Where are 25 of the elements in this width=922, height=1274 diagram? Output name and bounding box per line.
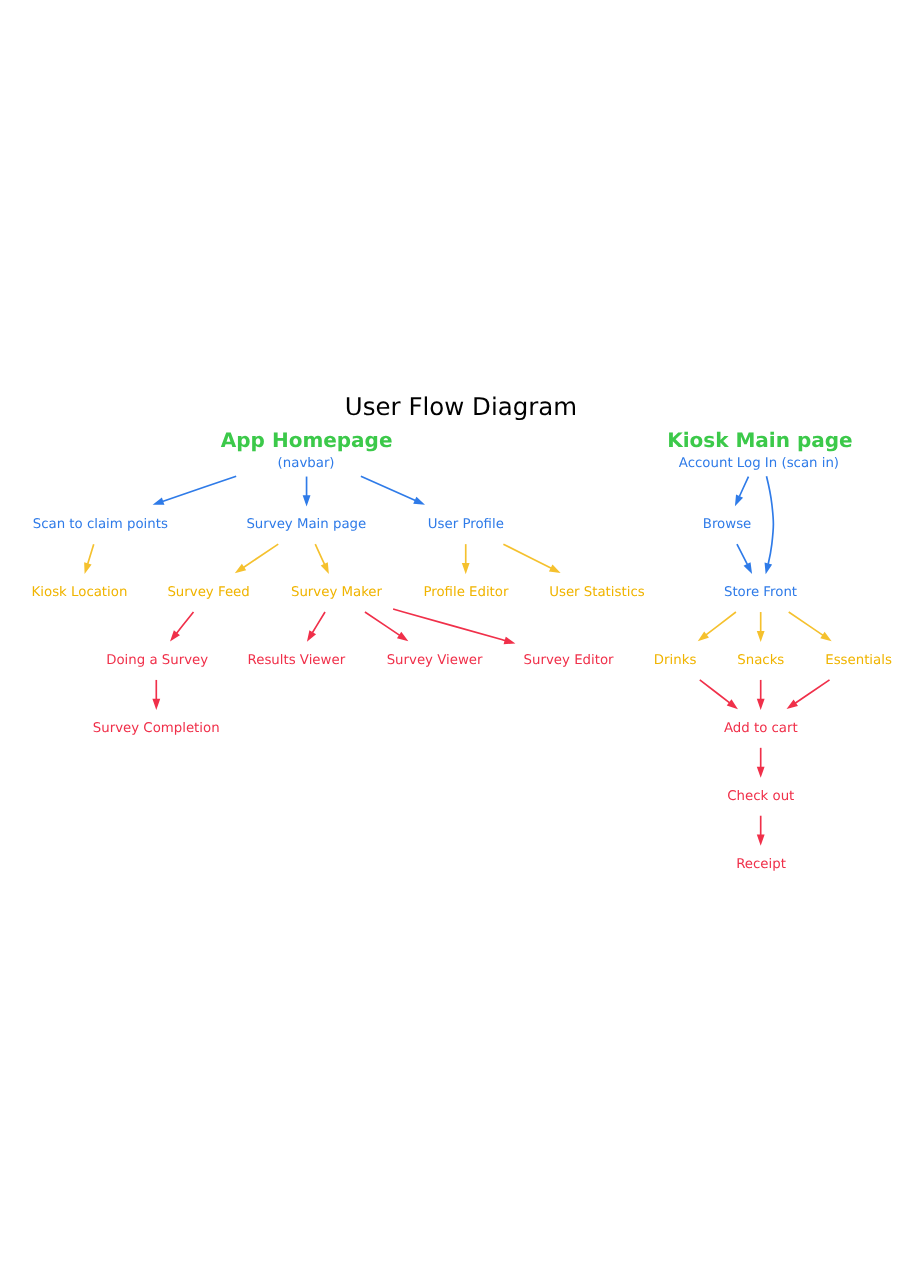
arrow: [152, 475, 237, 505]
arrow: [786, 679, 831, 710]
arrow: [787, 611, 832, 642]
arrow: [302, 475, 311, 507]
arrow: [756, 747, 765, 778]
diagram-title: User Flow Diagram: [344, 392, 578, 421]
arrow: [314, 543, 329, 574]
arrow: [364, 611, 409, 642]
arrow: [306, 611, 326, 642]
arrow: [234, 543, 280, 574]
arrow: [736, 543, 753, 574]
arrow: [502, 543, 561, 573]
arrow: [756, 679, 765, 710]
arrow: [734, 475, 750, 507]
arrow: [756, 814, 765, 846]
arrow: [764, 475, 775, 575]
arrow: [698, 679, 738, 710]
arrow: [392, 608, 516, 645]
arrow: [170, 611, 195, 642]
arrow: [152, 679, 161, 710]
arrow: [84, 543, 95, 575]
arrow: [360, 475, 425, 505]
arrow: [697, 611, 737, 642]
arrow: [461, 543, 470, 575]
arrow: [756, 611, 765, 643]
